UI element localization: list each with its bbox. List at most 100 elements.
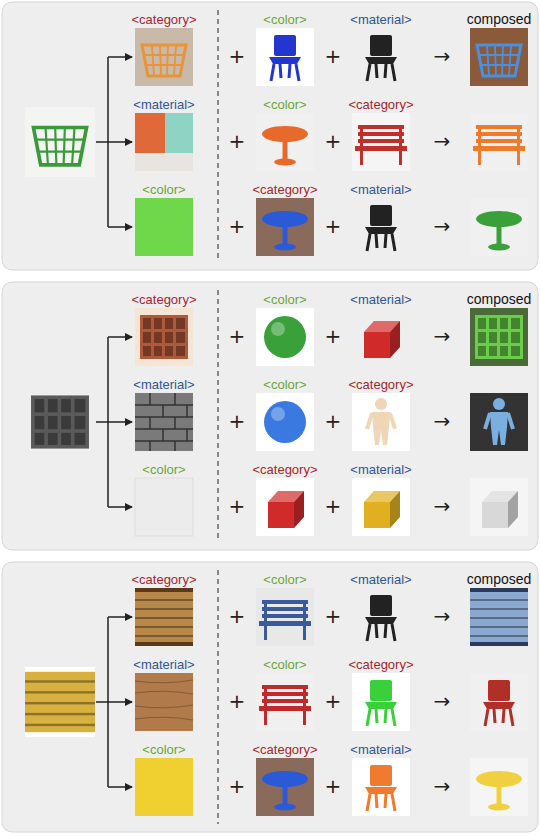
- operator-symbol: →: [427, 321, 457, 351]
- thumbnail-node: <material>: [135, 113, 193, 171]
- operator-symbol: →: [427, 686, 457, 716]
- thumb: [262, 126, 308, 166]
- thumbnail-node: <category>: [135, 28, 193, 86]
- source-image: [25, 672, 95, 732]
- divider: [217, 290, 218, 542]
- thumb-bg: [256, 673, 314, 731]
- operator-symbol: +: [318, 686, 348, 716]
- attribute-label: <material>: [133, 377, 194, 392]
- thumb: [477, 45, 521, 76]
- thumbnail-node: <category>: [135, 588, 193, 646]
- thumb-bg: [352, 198, 410, 256]
- operator-symbol: +: [222, 491, 252, 521]
- branch-arrow: [108, 616, 132, 618]
- thumb-bg: [256, 478, 314, 536]
- branch-line: [96, 337, 108, 507]
- thumb: [135, 478, 193, 536]
- thumb: [355, 125, 407, 165]
- thumbnail-node: <category>: [135, 308, 193, 366]
- thumbnail-node: <material>: [352, 198, 410, 256]
- thumb: [135, 113, 193, 171]
- attribute-label: <color>: [263, 97, 306, 112]
- operator-symbol: +: [222, 41, 252, 71]
- thumbnail-node: <color>: [256, 308, 314, 366]
- thumb: [364, 491, 400, 528]
- panel: [2, 282, 538, 550]
- branch-arrow: [108, 506, 132, 508]
- operator-symbol: →: [427, 771, 457, 801]
- thumbnail-node: <category>: [352, 673, 410, 731]
- attribute-label: <category>: [348, 657, 413, 672]
- attribute-label: <category>: [131, 12, 196, 27]
- attribute-label: <material>: [133, 657, 194, 672]
- thumb: [475, 315, 523, 359]
- source-image: [33, 128, 86, 165]
- panel: [2, 2, 538, 270]
- thumbnail-node: <material>: [135, 673, 193, 731]
- source-bg: [25, 387, 95, 457]
- thumb: [485, 398, 513, 445]
- thumb-bg: [256, 113, 314, 171]
- thumb-bg: [352, 113, 410, 171]
- thumb-bg: [135, 588, 193, 646]
- branch-line: [96, 57, 108, 227]
- thumb-bg: [135, 28, 193, 86]
- operator-symbol: →: [427, 406, 457, 436]
- thumbnail-node: <color>: [256, 393, 314, 451]
- thumb: [365, 205, 397, 251]
- operator-symbol: +: [318, 211, 348, 241]
- panel-bg: [2, 2, 538, 270]
- thumb-bg: [352, 758, 410, 816]
- branch-line: [96, 617, 108, 787]
- divider: [217, 10, 218, 262]
- thumb: [140, 315, 188, 359]
- thumb-bg: [470, 478, 528, 536]
- thumbnail-node: <color>: [256, 28, 314, 86]
- thumb: [365, 595, 397, 641]
- thumb: [135, 592, 193, 642]
- panel-bg: [2, 562, 538, 832]
- attribute-label: <color>: [142, 182, 185, 197]
- thumb: [365, 35, 397, 81]
- thumb: [264, 316, 306, 358]
- thumb-bg: [470, 588, 528, 646]
- source-image: [31, 395, 89, 448]
- thumb: [483, 680, 515, 726]
- thumb-bg: [352, 588, 410, 646]
- thumbnail-node: <category>: [256, 478, 314, 536]
- thumbnail-node: <color>: [256, 673, 314, 731]
- attribute-label: <color>: [142, 742, 185, 757]
- attribute-label: <color>: [263, 377, 306, 392]
- branch-arrow: [108, 701, 132, 703]
- branch-arrow: [108, 141, 132, 143]
- operator-symbol: →: [427, 601, 457, 631]
- panel: [2, 562, 538, 832]
- thumb: [473, 125, 525, 165]
- attribute-label: <category>: [348, 97, 413, 112]
- thumb-bg: [470, 198, 528, 256]
- attribute-label: <color>: [263, 12, 306, 27]
- thumb-bg: [256, 758, 314, 816]
- attribute-label: <material>: [350, 12, 411, 27]
- branch-arrow: [108, 336, 132, 338]
- attribute-label: <category>: [348, 377, 413, 392]
- thumb: [365, 765, 397, 811]
- branch-arrow: [108, 421, 132, 423]
- attribute-label: <material>: [350, 462, 411, 477]
- branch-arrow: [108, 56, 132, 58]
- thumb: [262, 211, 308, 251]
- thumbnail-node: <color>: [256, 113, 314, 171]
- attribute-label: <material>: [350, 742, 411, 757]
- attribute-label: <category>: [252, 462, 317, 477]
- attribute-label: <color>: [263, 572, 306, 587]
- attribute-label: <category>: [131, 292, 196, 307]
- thumbnail-node: <material>: [352, 28, 410, 86]
- operator-symbol: +: [318, 491, 348, 521]
- attribute-label: <color>: [263, 292, 306, 307]
- attribute-label: <material>: [350, 572, 411, 587]
- thumbnail-node: composed: [470, 588, 528, 646]
- thumb-bg: [352, 673, 410, 731]
- thumb-bg: [352, 308, 410, 366]
- operator-symbol: +: [318, 126, 348, 156]
